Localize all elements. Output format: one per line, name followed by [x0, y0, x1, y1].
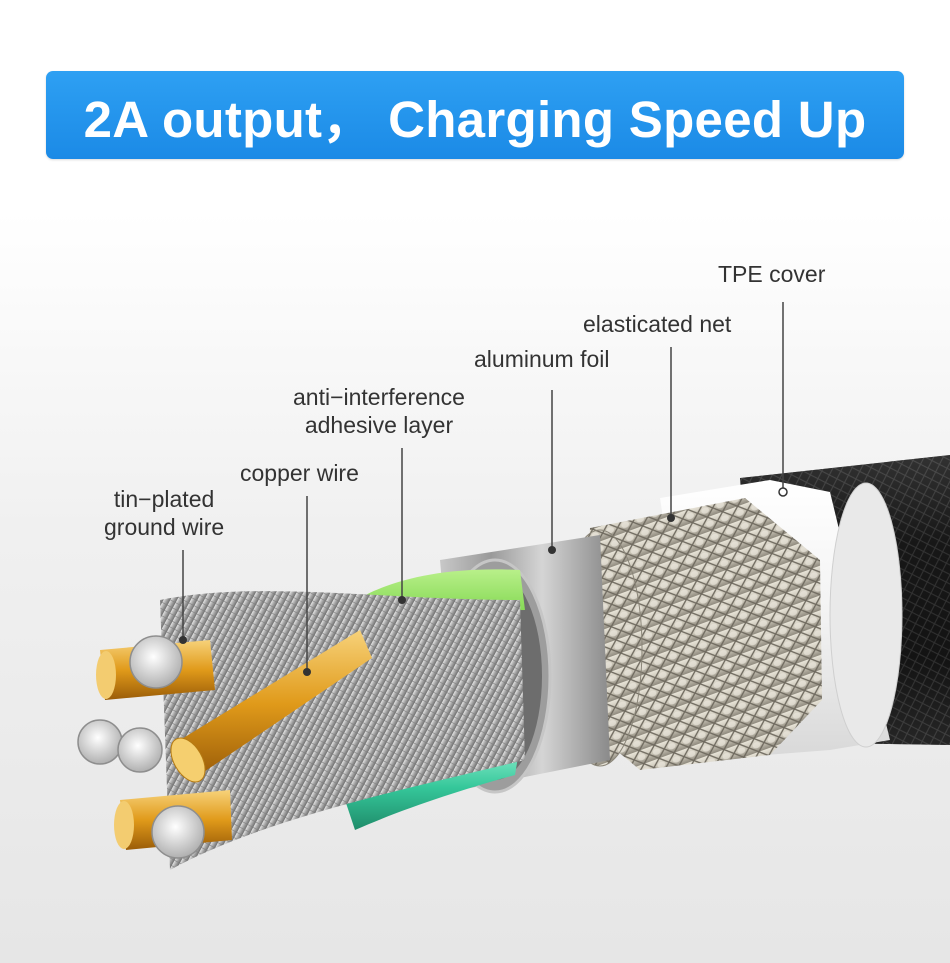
- label-aluminum-foil: aluminum foil: [474, 345, 610, 373]
- label-aluminum-foil-text: aluminum foil: [474, 346, 610, 372]
- label-tin-plated-line1: tin−plated: [113, 486, 215, 512]
- label-anti-interference-line1: anti−interference: [293, 384, 465, 410]
- label-tpe-cover: TPE cover: [718, 260, 825, 288]
- label-tpe-cover-text: TPE cover: [718, 261, 826, 287]
- banner-title: 2A output， Charging Speed Up: [83, 91, 867, 148]
- label-elasticated-net-text: elasticated net: [583, 311, 732, 337]
- elasticated-net-layer: [580, 498, 822, 770]
- label-anti-interference: anti−interference adhesive layer: [293, 383, 465, 439]
- label-anti-interference-line2: adhesive layer: [304, 412, 454, 438]
- label-tin-plated-line2: ground wire: [104, 514, 225, 540]
- leader-lines: [182, 302, 784, 672]
- leader-dots: [179, 487, 788, 676]
- title-banner: 2A output， Charging Speed Up: [46, 71, 904, 159]
- label-elasticated-net: elasticated net: [583, 310, 731, 338]
- strand-bundle: [160, 591, 525, 870]
- label-copper-wire: copper wire: [240, 459, 359, 487]
- label-copper-wire-text: copper wire: [240, 460, 359, 486]
- copper-wire: [180, 630, 372, 778]
- ground-wire-ends: [77, 635, 205, 859]
- label-tin-plated-ground-wire: tin−plated ground wire: [104, 485, 224, 541]
